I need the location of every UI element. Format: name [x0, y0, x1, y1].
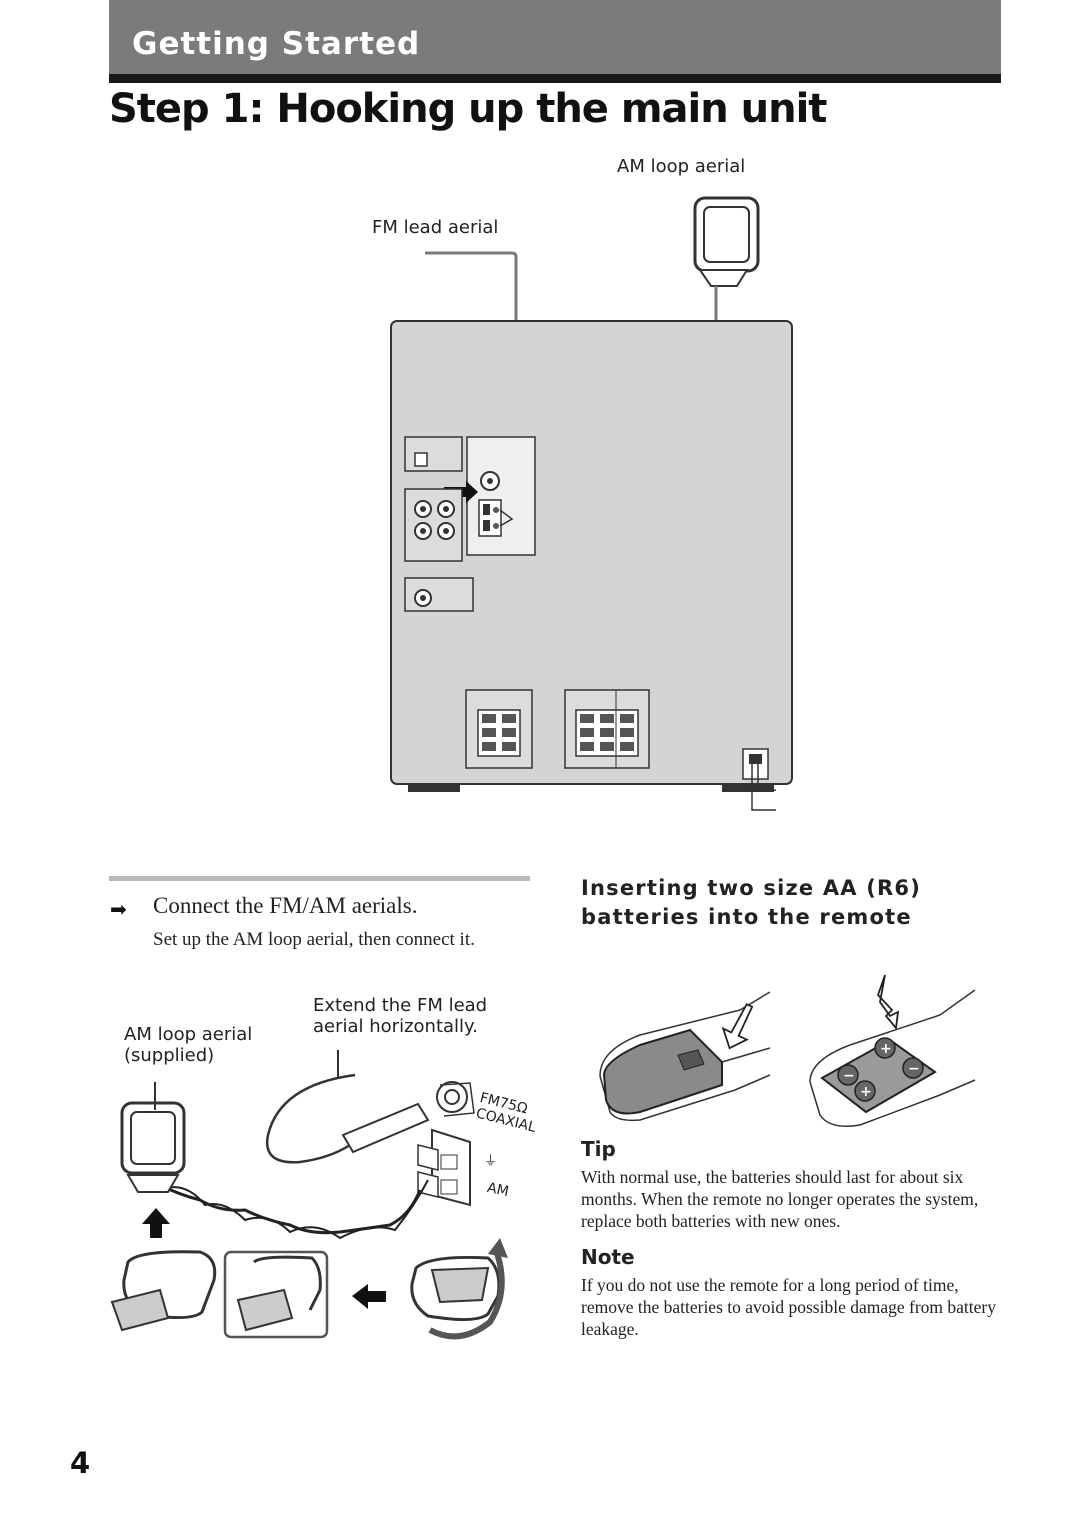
- svg-text:−: −: [843, 1068, 855, 1084]
- step-heading: Connect the FM/AM aerials.: [153, 893, 418, 918]
- tip-text: With normal use, the batteries should la…: [581, 1167, 979, 1231]
- section-header-rule: [109, 74, 1001, 83]
- step-divider: [109, 876, 530, 881]
- section-title: Getting Started: [132, 26, 421, 62]
- right-arrow-icon: ➡: [110, 899, 127, 921]
- note-text: If you do not use the remote for a long …: [581, 1275, 997, 1339]
- svg-text:−: −: [908, 1061, 920, 1077]
- note-heading: Note: [581, 1245, 635, 1269]
- svg-text:+: +: [880, 1041, 892, 1057]
- aerial-connection-diagram: ⏚: [110, 1050, 508, 1340]
- svg-text:⏚: ⏚: [484, 1154, 497, 1169]
- extend-fm-lead-label: Extend the FM lead aerial horizontally.: [313, 995, 488, 1037]
- main-unit-rear-diagram: [390, 196, 793, 811]
- batteries-heading: Inserting two size AA (R6) batteries int…: [581, 876, 922, 929]
- step-body: Set up the AM loop aerial, then connect …: [153, 929, 475, 950]
- am-loop-aerial-label: AM loop aerial: [617, 156, 746, 177]
- section-header-band: [109, 0, 1001, 74]
- page-number: 4: [70, 1446, 91, 1480]
- tip-heading: Tip: [581, 1137, 616, 1161]
- am-loop-supplied-label: AM loop aerial (supplied): [124, 1024, 253, 1066]
- svg-text:+: +: [860, 1084, 872, 1100]
- fm-lead-aerial-label: FM lead aerial: [372, 217, 499, 238]
- page-title: Step 1: Hooking up the main unit: [109, 86, 827, 132]
- remote-battery-diagram: +−−+: [599, 974, 976, 1127]
